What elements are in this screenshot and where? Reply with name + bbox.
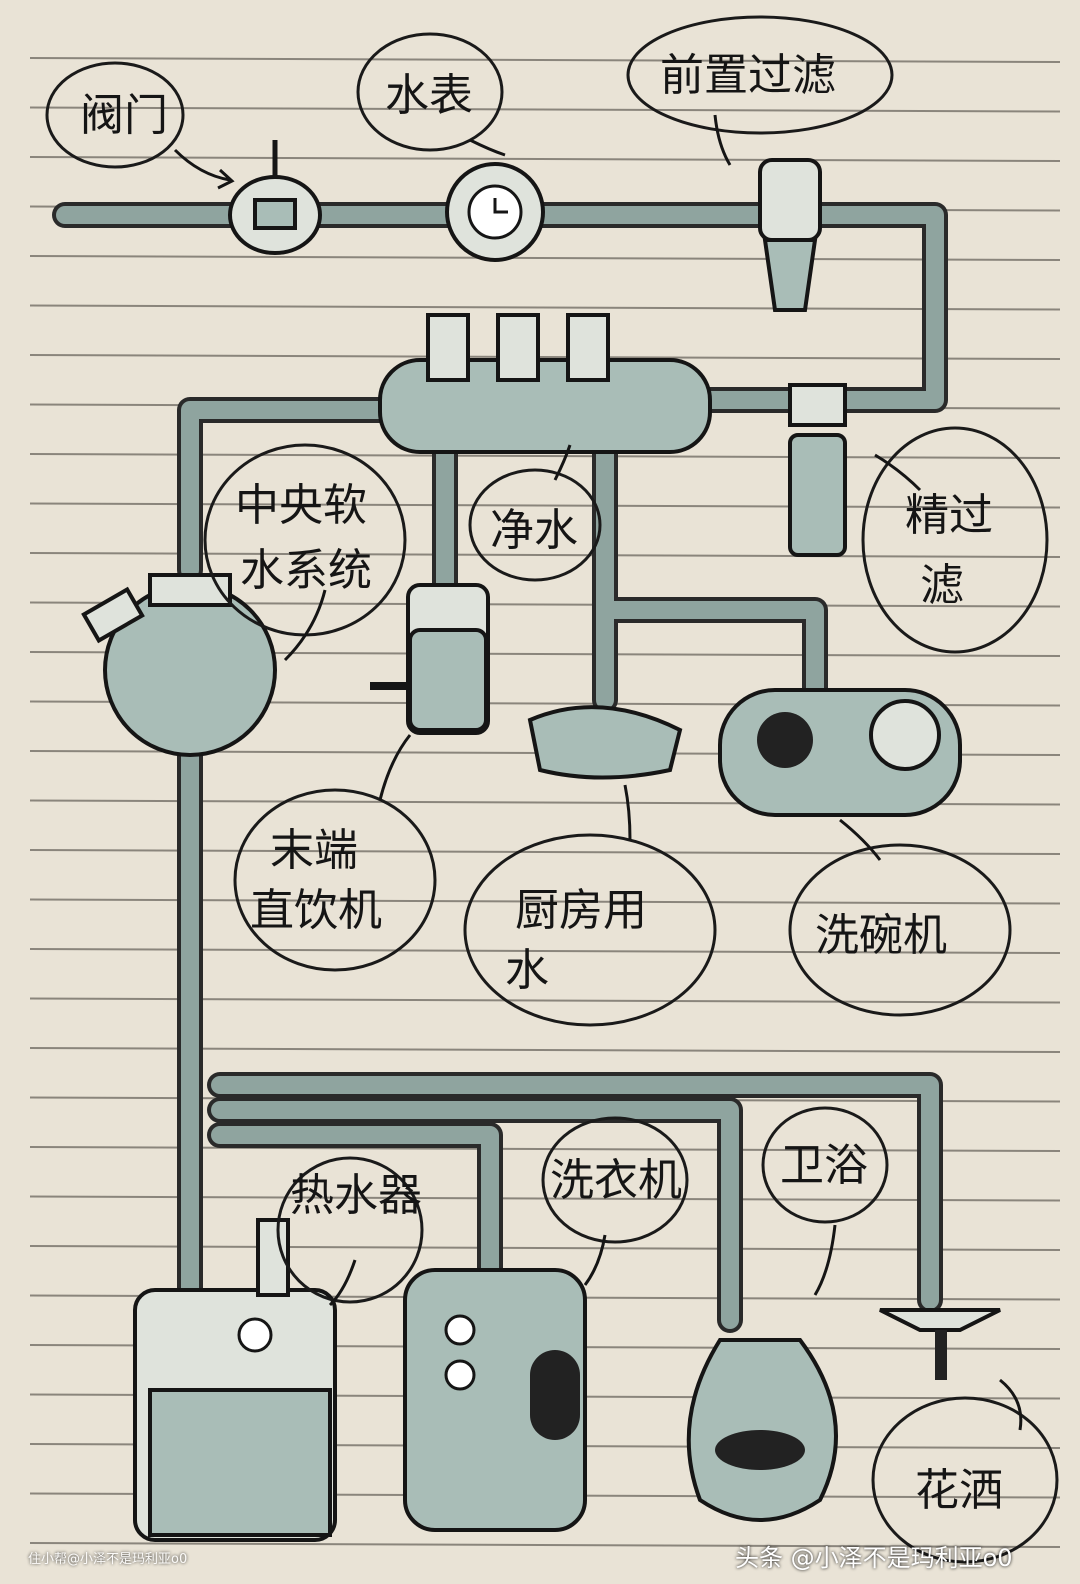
label-fine-filter-2: 滤 [920, 560, 964, 611]
label-bubbles [45, 15, 1059, 1564]
ruled-line [29, 1542, 1061, 1548]
label-purified-water: 净水 [490, 505, 578, 556]
water-meter-device [445, 162, 545, 262]
arrows [173, 114, 1023, 1431]
label-bathroom: 卫浴 [780, 1140, 868, 1191]
label-water-heater: 热水器 [290, 1170, 422, 1221]
watermark-right: 头条 @小泽不是玛利亚o0 [735, 1544, 1013, 1572]
ruled-line [29, 57, 1061, 63]
watermark-left: 住小帮@小泽不是玛利亚o0 [28, 1552, 188, 1567]
label-water-meter: 水表 [385, 70, 473, 121]
label-shower: 花洒 [915, 1465, 1003, 1516]
label-kitchen-2: 水 [505, 945, 549, 996]
fine-filter-device [788, 383, 847, 557]
label-dishwasher: 洗碗机 [815, 910, 947, 961]
label-softener-2: 水系统 [240, 545, 372, 596]
dishwasher-device [718, 688, 962, 817]
washing-machine-device [403, 1268, 587, 1532]
ruled-line [29, 106, 1061, 113]
label-drinker-1: 末端 [270, 825, 358, 876]
valve-device [228, 140, 322, 255]
kitchen-sink-device [527, 705, 683, 780]
ruled-line [29, 304, 1061, 311]
drinker-device [370, 583, 490, 735]
label-pre-filter: 前置过滤 [660, 50, 836, 101]
purifier-tank [378, 313, 712, 454]
ruled-line [29, 354, 1061, 360]
shower-head-device [879, 1308, 1001, 1380]
pre-filter-device [758, 158, 822, 312]
label-fine-filter-1: 精过 [905, 490, 993, 541]
water-heater-device [133, 1218, 337, 1542]
label-valve: 阀门 [80, 90, 168, 141]
label-drinker-2: 直饮机 [250, 885, 382, 936]
label-softener-1: 中央软 [235, 480, 367, 531]
ruled-line [29, 156, 1061, 162]
label-washing-machine: 洗衣机 [550, 1155, 682, 1206]
ruled-line [29, 255, 1061, 261]
softener-device [81, 573, 277, 757]
label-kitchen-1: 厨房用 [515, 885, 647, 936]
toilet-device [686, 1338, 838, 1522]
